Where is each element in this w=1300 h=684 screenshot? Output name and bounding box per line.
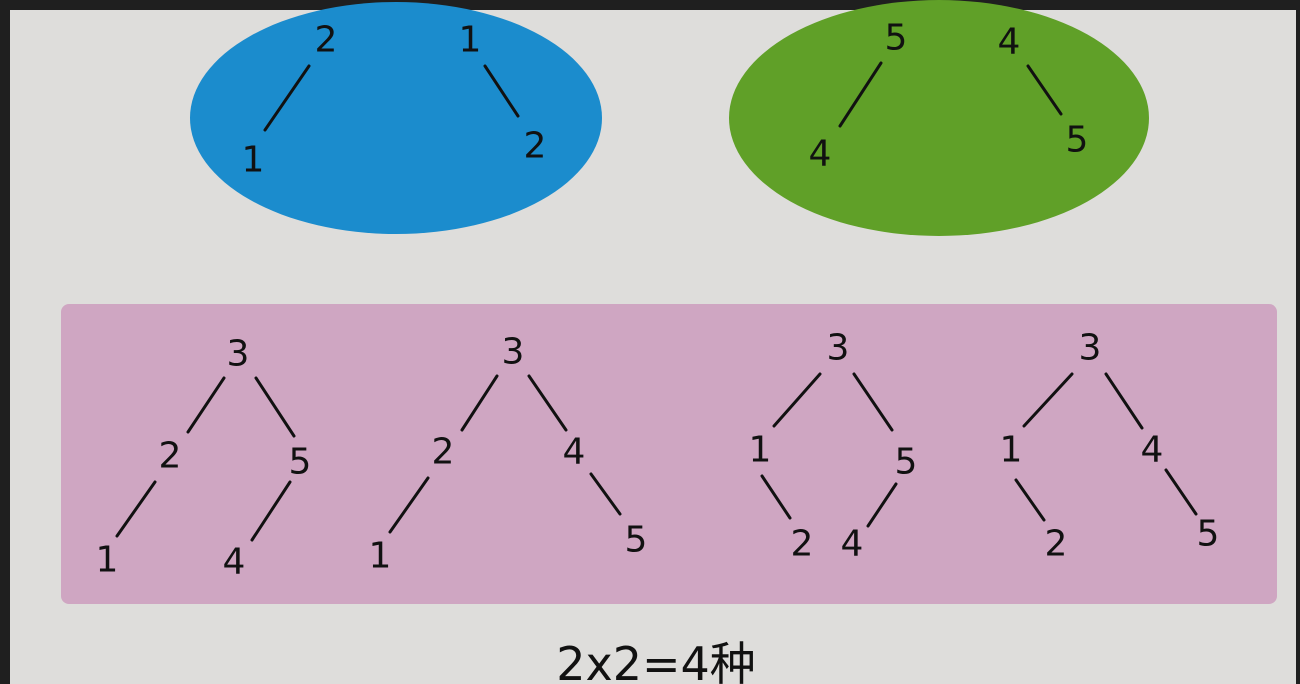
combined-tree-1-edge-right-left [250, 480, 292, 542]
combined-tree-3-edge-right-left [866, 482, 898, 528]
combined-tree-3-root: 3 [827, 328, 850, 369]
green-oval [729, 0, 1149, 236]
combined-tree-2-left: 2 [432, 432, 455, 473]
combined-tree-2-right: 4 [563, 432, 586, 473]
combined-tree-4: 3 1 4 2 5 [1000, 328, 1220, 565]
green-tree-1-root: 5 [885, 18, 908, 59]
blue-tree-2-root: 1 [459, 20, 482, 61]
combined-tree-1-left: 2 [159, 436, 182, 477]
caption-formula: 2x2=4种 [556, 637, 756, 684]
combined-tree-3-left-right: 2 [791, 524, 814, 565]
green-tree-2-right-child: 5 [1066, 120, 1089, 161]
blue-tree-1-edge-left [263, 64, 311, 132]
combined-tree-4-edge-right-right [1164, 468, 1198, 516]
green-tree-1-left-child: 4 [809, 134, 832, 175]
combined-tree-4-left-right: 2 [1045, 524, 1068, 565]
blue-oval-group: 2 1 1 2 [190, 2, 602, 234]
green-tree-2-edge-right [1026, 64, 1063, 116]
combined-tree-4-right: 4 [1141, 430, 1164, 471]
combined-tree-2-edge-left-left [388, 476, 430, 534]
combined-tree-2-edge-root-left [460, 374, 499, 432]
combined-tree-1-root: 3 [227, 334, 250, 375]
blue-oval [190, 2, 602, 234]
combined-tree-4-left: 1 [1000, 430, 1023, 471]
blue-tree-2: 1 2 [459, 20, 547, 167]
blue-tree-1: 2 1 [242, 20, 338, 181]
green-tree-1: 5 4 [809, 18, 908, 175]
blue-tree-2-edge-right [483, 64, 520, 118]
combined-tree-3-right-left: 4 [841, 524, 864, 565]
combined-tree-3-edge-root-left [772, 372, 822, 428]
combined-tree-1-right: 5 [289, 442, 312, 483]
combined-tree-3-edge-root-right [852, 372, 894, 432]
combined-tree-1-edge-root-left [186, 376, 226, 434]
blue-tree-2-right-child: 2 [524, 126, 547, 167]
green-tree-2-root: 4 [998, 22, 1021, 63]
combined-tree-3-edge-left-right [760, 474, 792, 520]
blue-tree-1-left-child: 1 [242, 140, 265, 181]
combined-tree-4-edge-root-right [1104, 372, 1144, 430]
green-tree-2: 4 5 [998, 22, 1089, 161]
green-tree-1-edge-left [838, 61, 883, 128]
combined-tree-3-left: 1 [749, 430, 772, 471]
combined-tree-2-left-left: 1 [369, 536, 392, 577]
combined-tree-2-right-right: 5 [625, 520, 648, 561]
combined-tree-4-edge-root-left [1022, 372, 1074, 428]
combined-tree-1-right-left: 4 [223, 542, 246, 583]
combined-tree-3: 3 1 5 2 4 [749, 328, 918, 565]
combined-tree-2-edge-root-right [527, 374, 568, 432]
green-oval-group: 5 4 4 5 [729, 0, 1149, 236]
combined-tree-2-root: 3 [502, 332, 525, 373]
combined-tree-4-edge-left-right [1014, 478, 1046, 522]
combined-tree-1-left-left: 1 [96, 540, 119, 581]
combined-tree-1-edge-left-left [115, 480, 157, 538]
combined-tree-4-root: 3 [1079, 328, 1102, 369]
pink-panel [61, 304, 1277, 604]
combined-tree-4-right-right: 5 [1197, 514, 1220, 555]
combined-tree-3-right: 5 [895, 442, 918, 483]
combined-tree-2-edge-right-right [589, 472, 622, 516]
blue-tree-1-root: 2 [315, 20, 338, 61]
combined-tree-1-edge-root-right [254, 376, 296, 438]
combined-tree-2: 3 2 4 1 5 [369, 332, 648, 577]
combined-trees-panel: 3 2 5 1 4 3 2 4 1 5 [61, 304, 1277, 604]
combined-tree-1: 3 2 5 1 4 [96, 334, 312, 583]
